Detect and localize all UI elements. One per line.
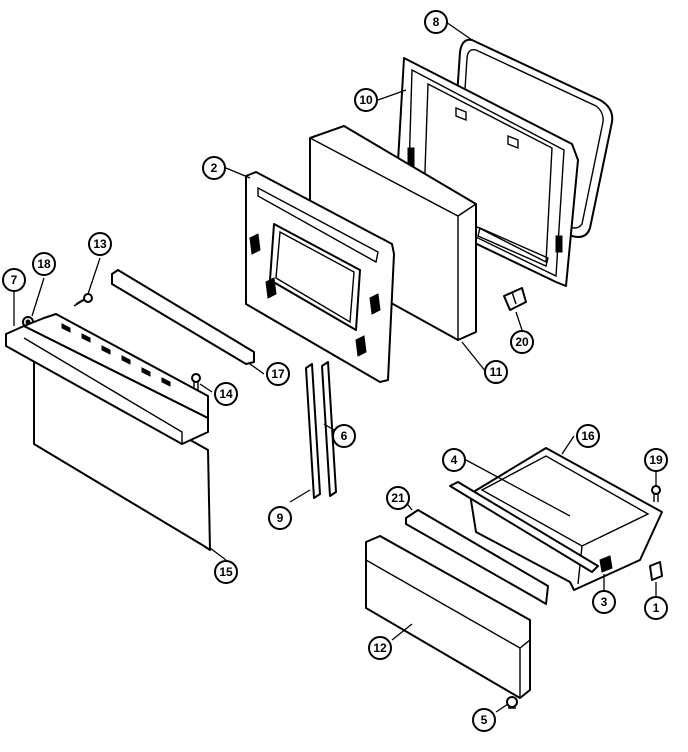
callout-6: 6 bbox=[332, 424, 356, 448]
storage-drawer-part bbox=[449, 447, 663, 591]
svg-text:12: 12 bbox=[373, 641, 387, 655]
outer-door-part bbox=[5, 313, 211, 551]
svg-text:15: 15 bbox=[219, 565, 233, 579]
hinge-bracket-part bbox=[503, 287, 527, 311]
callout-20: 20 bbox=[510, 330, 534, 354]
callout-8: 8 bbox=[424, 10, 448, 34]
drawer-bracket-part bbox=[405, 509, 549, 605]
drawer-front-part bbox=[365, 535, 531, 699]
callout-1: 1 bbox=[644, 596, 668, 620]
callout-3: 3 bbox=[592, 590, 616, 614]
svg-text:11: 11 bbox=[490, 365, 503, 379]
callout-18: 18 bbox=[32, 252, 56, 276]
svg-text:18: 18 bbox=[37, 257, 51, 271]
callout-11: 11 bbox=[484, 360, 508, 384]
callout-21: 21 bbox=[386, 486, 410, 510]
svg-text:13: 13 bbox=[93, 237, 107, 251]
vent-trim-part bbox=[111, 269, 255, 365]
callout-17: 17 bbox=[266, 362, 290, 386]
callout-10: 10 bbox=[354, 88, 378, 112]
clip-part bbox=[649, 561, 663, 581]
svg-text:8: 8 bbox=[433, 15, 440, 29]
callout-2: 2 bbox=[202, 156, 226, 180]
callout-9: 9 bbox=[268, 506, 292, 530]
screw-13-part bbox=[73, 293, 93, 307]
svg-text:21: 21 bbox=[391, 491, 405, 505]
svg-text:10: 10 bbox=[359, 93, 373, 107]
callout-19: 19 bbox=[644, 448, 668, 472]
screw-19-part bbox=[651, 485, 661, 502]
callout-15: 15 bbox=[214, 560, 238, 584]
callout-4: 4 bbox=[442, 448, 466, 472]
svg-text:9: 9 bbox=[277, 511, 284, 525]
svg-text:1: 1 bbox=[653, 601, 660, 615]
callout-14: 14 bbox=[214, 382, 238, 406]
svg-text:20: 20 bbox=[515, 335, 529, 349]
side-trim-parts bbox=[305, 361, 337, 499]
svg-text:14: 14 bbox=[219, 387, 233, 401]
svg-text:5: 5 bbox=[481, 713, 488, 727]
foot-screw-part bbox=[506, 696, 518, 709]
svg-text:16: 16 bbox=[581, 429, 595, 443]
svg-text:4: 4 bbox=[451, 453, 458, 467]
inner-door-panel-part bbox=[245, 171, 395, 383]
svg-text:19: 19 bbox=[649, 453, 663, 467]
callout-13: 13 bbox=[88, 232, 112, 256]
svg-text:3: 3 bbox=[601, 595, 608, 609]
svg-text:7: 7 bbox=[11, 273, 18, 287]
callout-16: 16 bbox=[576, 424, 600, 448]
callout-7: 7 bbox=[2, 268, 26, 292]
svg-text:6: 6 bbox=[341, 429, 348, 443]
svg-text:17: 17 bbox=[271, 367, 285, 381]
svg-text:2: 2 bbox=[211, 161, 218, 175]
callout-5: 5 bbox=[472, 708, 496, 732]
callout-12: 12 bbox=[368, 636, 392, 660]
